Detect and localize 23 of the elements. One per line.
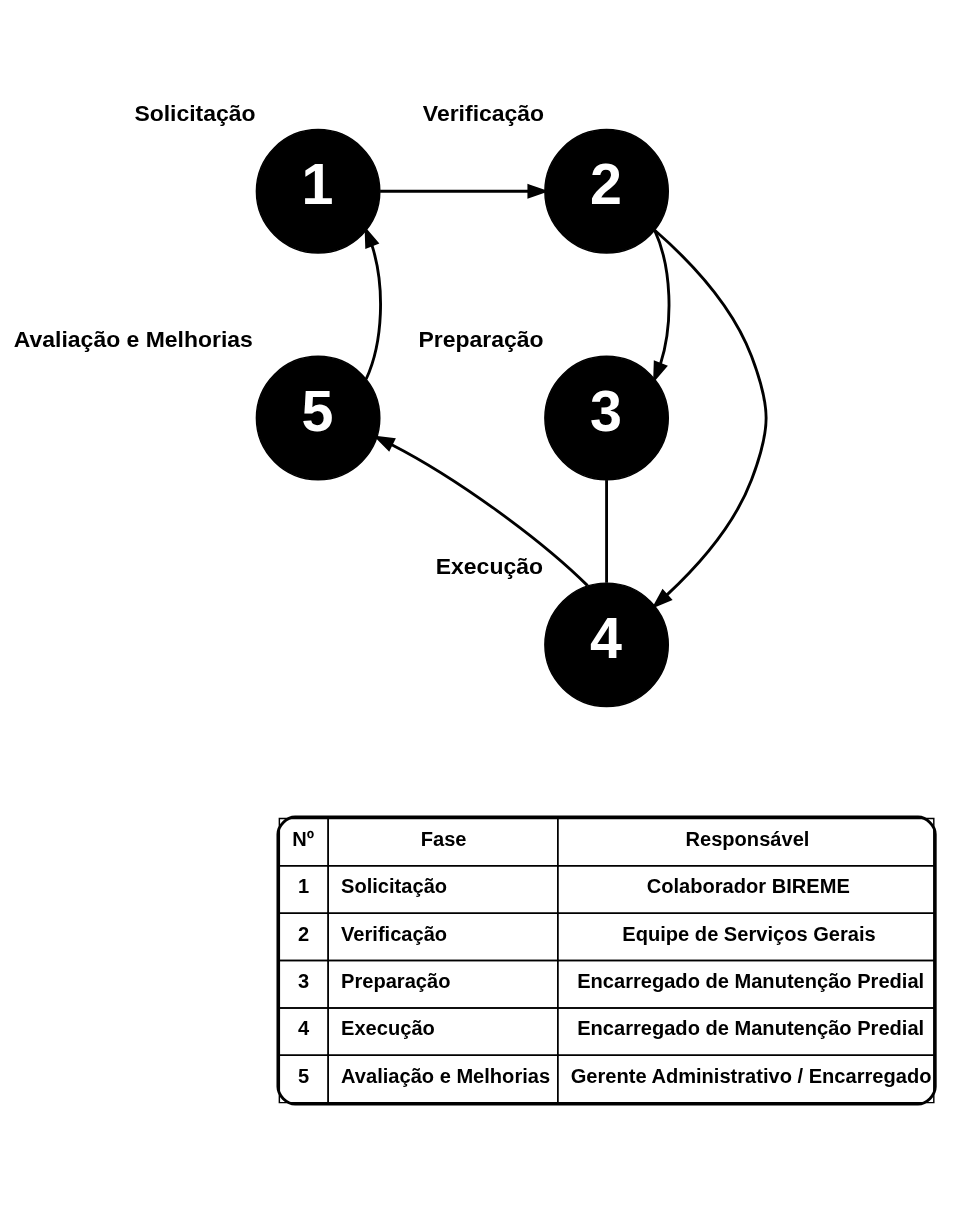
label: 3 <box>298 970 310 993</box>
label: Encarregado de Manutenção Predial <box>577 1017 925 1040</box>
node-label: Avaliação e Melhorias <box>13 326 253 353</box>
label: Equipe de Serviços Gerais <box>622 922 876 945</box>
label: Execução <box>341 1017 435 1040</box>
label: Responsável <box>685 828 810 851</box>
label: Solicitação <box>341 875 448 898</box>
label: 1 <box>298 875 310 898</box>
node-label: Verificação <box>422 99 545 126</box>
label: Fase <box>420 828 467 851</box>
label: Verificação <box>341 922 448 945</box>
label: Colaborador BIREME <box>646 875 850 898</box>
label: Preparação <box>341 970 451 993</box>
label: 5 <box>298 1064 310 1087</box>
label: Gerente Administrativo / Encarregado <box>570 1064 932 1087</box>
label: Avaliação e Melhorias <box>341 1064 551 1087</box>
label: 2 <box>298 922 310 945</box>
node-label: Preparação <box>418 326 544 353</box>
label: Encarregado de Manutenção Predial <box>577 970 925 993</box>
label: Nº <box>292 828 315 851</box>
node-label: Solicitação <box>134 99 256 126</box>
label: 4 <box>298 1017 310 1040</box>
node-label: Execução <box>435 553 543 580</box>
